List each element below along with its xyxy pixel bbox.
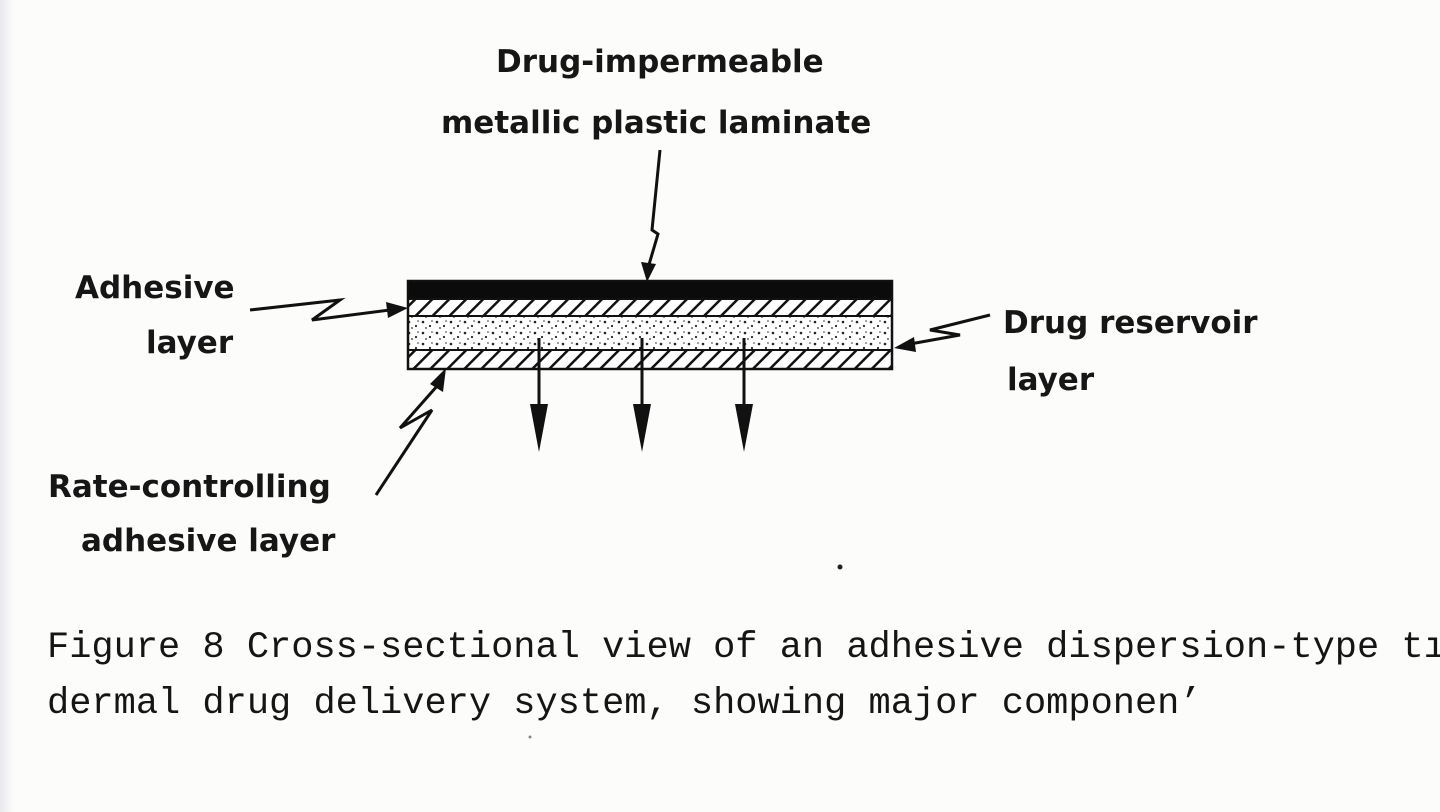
drug-reservoir-layer — [407, 315, 893, 351]
adhesive-leader-arrow — [249, 297, 408, 322]
rate-controlling-label-line2: adhesive layer — [81, 523, 336, 559]
laminate-leader-arrow — [641, 149, 662, 282]
reservoir-leader-arrow — [894, 313, 991, 352]
release-arrow-1 — [530, 338, 548, 452]
patch-outline — [406, 279, 894, 371]
page-shadow-edge — [0, 0, 14, 812]
rate-controlling-label-line1: Rate-controlling — [48, 469, 331, 505]
laminate-label-line1: Drug-impermeable — [496, 44, 824, 80]
adhesive-label-line1: Adhesive — [75, 270, 235, 306]
reservoir-label-line1: Drug reservoir — [1003, 305, 1258, 341]
release-arrow-3 — [735, 338, 753, 452]
speck-mark — [528, 735, 532, 739]
laminate-label-line2: metallic plastic laminate — [441, 105, 872, 141]
figure-caption-line1: Figure 8 Cross-sectional view of an adhe… — [47, 627, 1440, 669]
rate-controlling-leader-arrow — [374, 368, 446, 496]
metallic-laminate-layer — [408, 281, 892, 299]
adhesive-label-line2: layer — [146, 325, 234, 361]
reservoir-label-line2: layer — [1007, 362, 1095, 398]
release-arrow-2 — [633, 338, 651, 452]
speck-mark — [837, 564, 843, 570]
rate-controlling-adhesive-layer — [407, 349, 893, 370]
adhesive-layer — [407, 298, 893, 317]
figure-caption-line2: dermal drug delivery system, showing maj… — [47, 683, 1202, 725]
